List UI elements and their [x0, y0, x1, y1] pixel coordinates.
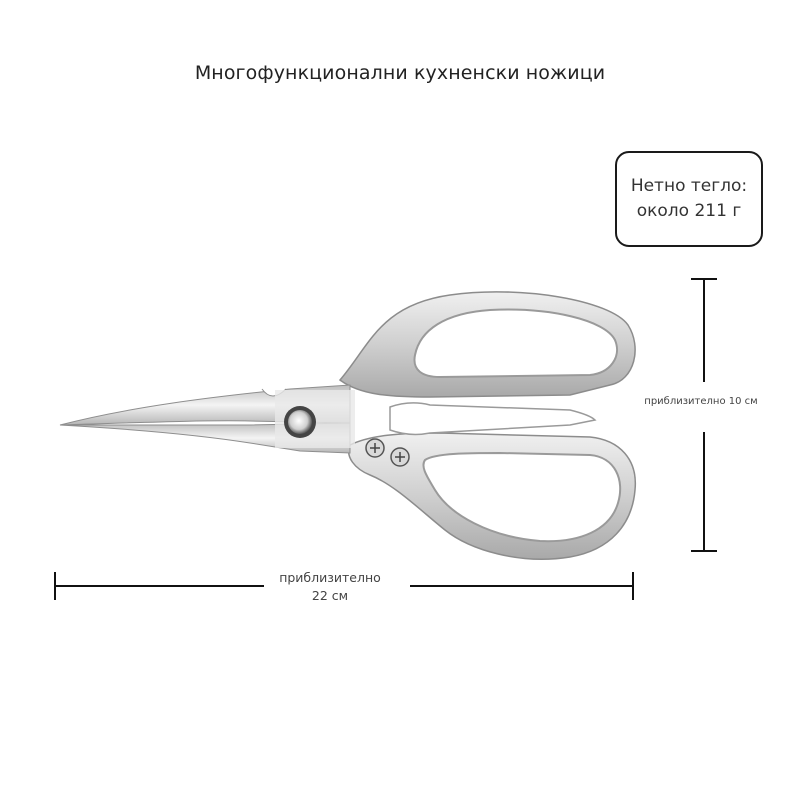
height-dim-label: приблизително 10 см: [636, 396, 766, 407]
height-dim-bottom-cap: [691, 550, 717, 552]
scissors-image: [59, 291, 637, 560]
length-dim-line-left: [54, 585, 264, 587]
grip-jaws: [389, 402, 597, 436]
length-dim-line-right: [410, 585, 634, 587]
page-title: Многофункционални кухненски ножици: [194, 62, 606, 84]
blades: [59, 384, 355, 454]
length-dim-label: приблизително 22 см: [240, 569, 420, 605]
net-weight-value: около 211 г: [636, 201, 742, 221]
length-dim-right-cap: [632, 572, 634, 600]
height-dim-line-top: [703, 278, 705, 382]
length-dim-label-line1: приблизително: [279, 570, 381, 585]
height-dim-line-bottom: [703, 432, 705, 552]
upper-handle: [338, 291, 636, 398]
handle-screws: [365, 438, 410, 467]
length-dim-label-line2: 22 см: [311, 588, 349, 603]
lower-handle: [348, 432, 637, 560]
pivot-bolt: [284, 406, 316, 438]
net-weight-box: Нетно тегло: около 211 г: [615, 151, 763, 247]
net-weight-label: Нетно тегло:: [630, 176, 748, 196]
